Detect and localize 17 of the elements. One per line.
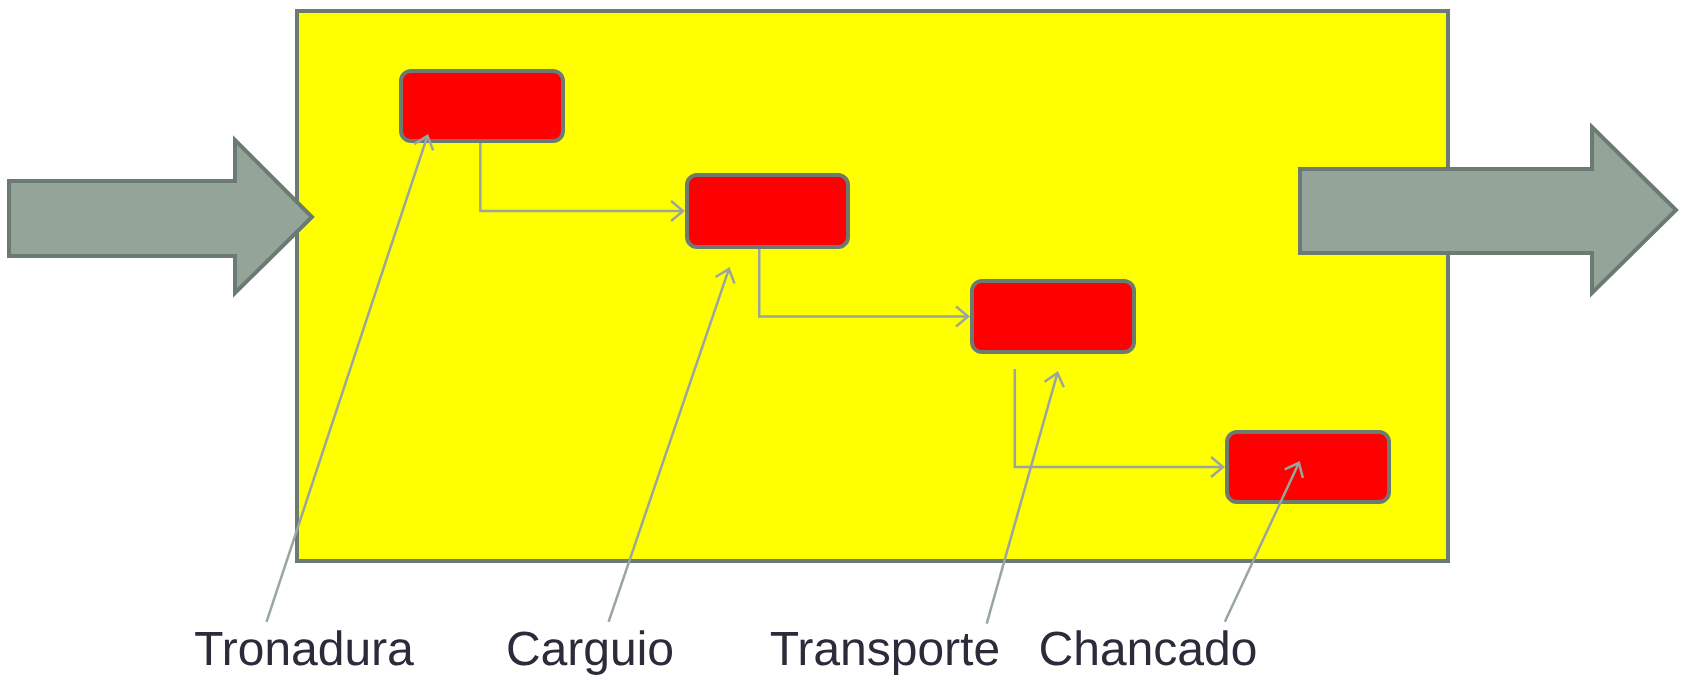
label-text: Tronadura [195, 630, 414, 666]
leader-line [265, 134, 435, 623]
block-arrow [7, 135, 315, 298]
arrow [758, 249, 970, 328]
block-arrow [1298, 122, 1679, 298]
label-text: Chancado [1041, 630, 1256, 666]
process-box [399, 69, 565, 143]
leader-line [607, 267, 736, 623]
process-box [1225, 430, 1391, 504]
leader-line [1223, 461, 1305, 623]
arrow [1013, 369, 1225, 478]
process-box [685, 173, 850, 249]
label-text: Transporte [770, 632, 998, 675]
leader-line [985, 371, 1065, 624]
arrow [479, 143, 685, 222]
process-box [970, 279, 1136, 354]
label-text: Carguio [508, 630, 672, 675]
